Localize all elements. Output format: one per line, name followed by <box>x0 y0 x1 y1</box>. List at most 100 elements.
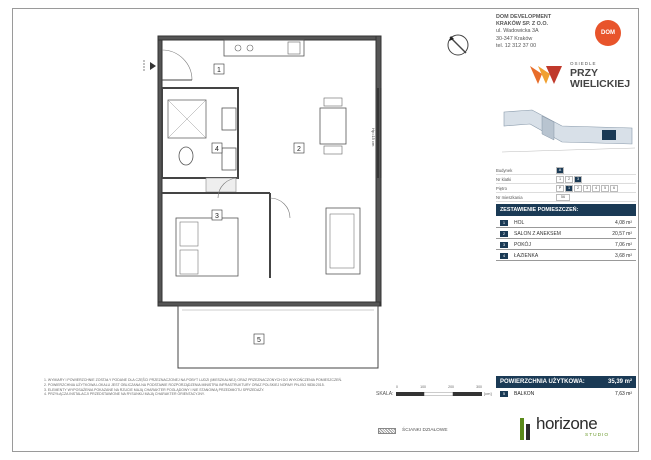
info-label: Nr mieszkania <box>496 194 523 200</box>
room-row: 2 SALON Z ANEKSEM 20,57 m² <box>496 229 636 239</box>
floor-plan: 1 2 3 4 5 Hp=15 cm <box>143 35 382 369</box>
wall-partition-1 <box>205 177 237 193</box>
scale-ticks: 0 100 200 300 <box>396 385 482 389</box>
room-row: 3 POKÓJ 7,06 m² <box>496 240 636 250</box>
info-cell: 4 <box>592 184 600 192</box>
info-cell: 3 <box>574 175 582 183</box>
room-name: HOL <box>514 220 525 226</box>
note: 4. PRZYŁĄCZA INSTALACJI PRZEDSTAWIONE NA… <box>44 392 205 397</box>
note: 2. POWIERZCHNIA UŻYTKOWA LOKALU JEST OBL… <box>44 382 325 387</box>
scale-tick: 200 <box>448 385 454 389</box>
kitchen-counter <box>223 39 305 57</box>
room-area: 7,06 m² <box>615 242 632 248</box>
wall-legend-swatch <box>378 428 396 434</box>
sofa <box>325 207 361 275</box>
washbasin <box>221 107 237 131</box>
room-label-1: 1 <box>217 67 221 74</box>
notes: 1. WYMIARY I POWIERZCHNIE ZOSTAŁY PODANE… <box>44 378 366 397</box>
room-label-5: 5 <box>257 337 261 344</box>
room-number: 4 <box>500 253 508 259</box>
developer-city: 30-347 Kraków <box>496 35 533 42</box>
developer-name: DOM DEVELOPMENT <box>496 14 552 20</box>
scale-label: SKALA: <box>376 391 394 397</box>
balcony-outline <box>177 305 379 369</box>
room-name: SALON Z ANEKSEM <box>514 231 561 237</box>
bathroom-walls <box>161 87 239 179</box>
estate-name-line2: WIELICKIEJ <box>570 78 631 90</box>
note: 1. WYMIARY I POWIERZCHNIE ZOSTAŁY PODANE… <box>44 378 342 382</box>
wall-top <box>157 35 381 41</box>
info-cell: 1 <box>556 175 564 183</box>
developer-phone: tel. 12 312 37 00 <box>496 42 537 49</box>
info-cell: 2 <box>565 175 573 183</box>
room-area: 4,08 m² <box>615 220 632 226</box>
total-area: POWIERZCHNIA UŻYTKOWA: 35,39 m² <box>496 376 636 388</box>
info-cell: 3 <box>583 184 591 192</box>
info-row-apartment: Nr mieszkania 56 <box>496 193 636 202</box>
info-row-staircase: Nr klatki 1 2 3 <box>496 175 636 184</box>
highlighted-building <box>602 130 616 140</box>
washing-machine <box>221 147 237 171</box>
wall-bottom <box>157 301 381 307</box>
info-cell: A <box>556 166 564 174</box>
bed <box>175 217 239 277</box>
room-label-2: 2 <box>297 146 301 153</box>
info-cell: 56 <box>556 193 570 201</box>
estate-logo-icon <box>530 66 562 84</box>
total-value: 35,39 m² <box>607 379 632 385</box>
info-cell: 2 <box>574 184 582 192</box>
balcony-name: BALKON <box>514 391 535 397</box>
room-name: ŁAZIENKA <box>514 253 539 259</box>
room-label-4: 4 <box>215 146 219 153</box>
dimension-label: Hp=15 cm <box>371 128 376 147</box>
shower <box>167 99 207 139</box>
sheet-border <box>12 8 639 452</box>
horizone-logo-icon <box>520 418 530 440</box>
note: 3. ELEMENTY WYPOSAŻENIA POKAZANE NA RZUC… <box>44 387 265 392</box>
room-name: POKÓJ <box>514 242 531 248</box>
scale-tick: 0 <box>396 385 398 389</box>
total-label: POWIERZCHNIA UŻYTKOWA: <box>500 379 585 385</box>
brand-name: horizone <box>536 414 598 433</box>
room-area: 3,68 m² <box>615 253 632 259</box>
estate-prefix: OSIEDLE <box>570 61 597 66</box>
info-row-building: Budynek A <box>496 166 636 175</box>
info-cell: P <box>556 184 564 192</box>
info-cell: 5 <box>601 184 609 192</box>
info-table: Budynek A Nr klatki 1 2 3 Piętro P 1 2 3… <box>496 166 636 202</box>
info-cell: 1 <box>565 184 573 192</box>
info-label: Nr klatki <box>496 176 512 182</box>
site-map <box>502 109 635 153</box>
dining-table <box>319 107 347 145</box>
info-label: Budynek <box>496 167 513 173</box>
info-cell: 6 <box>610 184 618 192</box>
developer-street: ul. Wadowicka 3A <box>496 28 539 35</box>
brand-sub: STUDIO <box>585 433 610 438</box>
room-row: 4 ŁAZIENKA 3,68 m² <box>496 251 636 261</box>
balcony-number: 5 <box>500 391 508 397</box>
room-number: 1 <box>500 220 508 226</box>
toilet <box>178 146 194 166</box>
scale-unit: [cm] <box>484 391 492 396</box>
room-label-3: 3 <box>215 213 219 220</box>
room-row: 1 HOL 4,08 m² <box>496 218 636 228</box>
wall-legend-text: ŚCIANKI DZIAŁOWE <box>402 428 448 433</box>
estate-name: PRZY WIELICKIEJ <box>570 68 630 90</box>
info-label: Piętro <box>496 185 507 191</box>
balcony-area: 7,63 m² <box>615 391 632 397</box>
room-area: 20,57 m² <box>612 231 632 237</box>
balcony-row: 5 BALKON 7,63 m² <box>496 389 636 399</box>
developer-info: DOM DEVELOPMENT KRAKÓW SP. Z O.O. ul. Wa… <box>496 14 606 50</box>
room-number: 2 <box>500 231 508 237</box>
rooms-header: ZESTAWIENIE POMIESZCZEŃ: <box>496 204 636 216</box>
dom-logo: DOM <box>595 20 621 46</box>
estate-name-line1: PRZY <box>570 67 599 79</box>
scale-tick: 300 <box>476 385 482 389</box>
room-number: 3 <box>500 242 508 248</box>
scale-tick: 100 <box>420 385 426 389</box>
developer-company: KRAKÓW SP. Z O.O. <box>496 21 549 28</box>
scale-bar <box>396 392 482 396</box>
compass-icon <box>447 34 469 56</box>
entrance-arrow <box>150 62 156 70</box>
info-row-floor: Piętro P 1 2 3 4 5 6 <box>496 184 636 193</box>
